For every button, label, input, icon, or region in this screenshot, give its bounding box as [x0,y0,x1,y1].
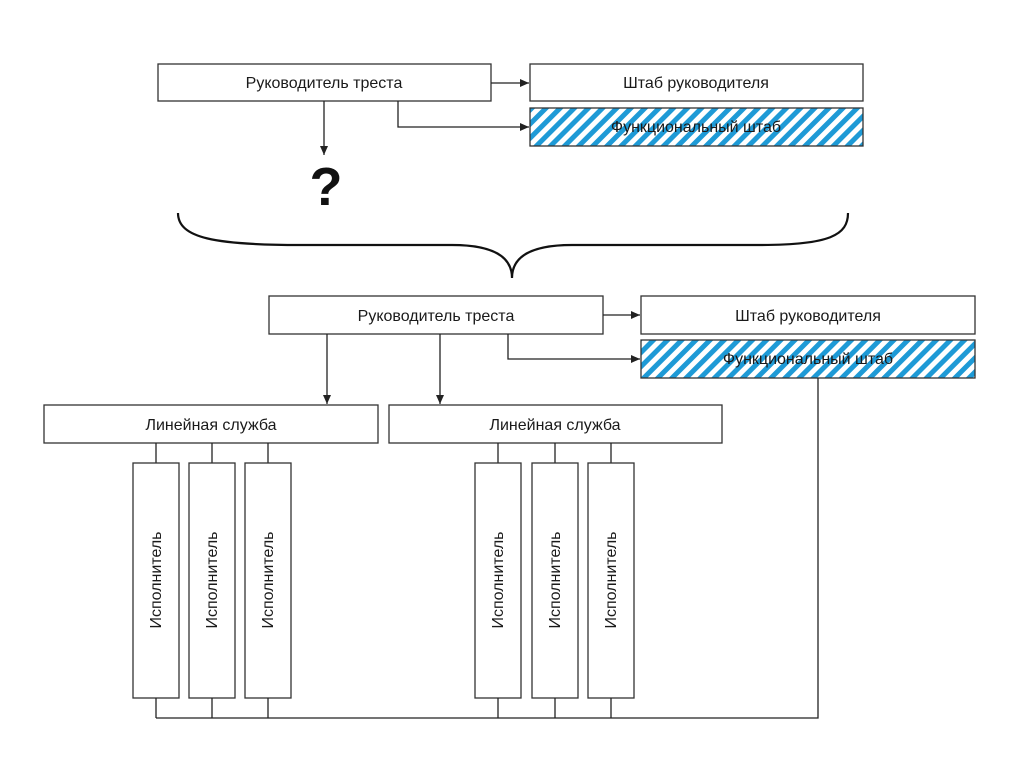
executor-label: Исполнитель [148,531,165,628]
executor-box: Исполнитель [132,462,180,699]
top-staff-label: Штаб руководителя [623,75,769,92]
top-manager-label: Руководитель треста [246,75,403,92]
executor-label: Исполнитель [490,531,507,628]
executor-box: Исполнитель [188,462,236,699]
bottom-section: Руководитель треста Штаб руководителя Фу… [43,295,976,719]
top-functional-staff-box: Функциональный штаб [529,107,864,147]
line-service-2-label: Линейная служба [489,417,620,434]
bottom-staff-box: Штаб руководителя [640,295,976,335]
service-to-executor-lines [155,443,612,463]
line-service-1: Линейная служба [43,404,379,444]
top-staff-box: Штаб руководителя [529,63,864,102]
executor-label: Исполнитель [547,531,564,628]
bottom-functional-staff-label: Функциональный штаб [723,351,893,368]
executor-label: Исполнитель [204,531,221,628]
line-service-1-label: Линейная служба [145,417,276,434]
top-arrow-to-functional [397,101,529,131]
executor-box: Исполнитель [244,462,292,699]
top-functional-staff-label: Функциональный штаб [611,119,781,136]
executor-label: Исполнитель [260,531,277,628]
top-manager-box: Руководитель треста [157,63,492,102]
executor-box: Исполнитель [587,462,635,699]
bottom-manager-box: Руководитель треста [268,295,604,335]
functional-staff-link [155,378,819,719]
bottom-staff-label: Штаб руководителя [735,308,881,325]
bottom-manager-label: Руководитель треста [358,308,515,325]
question-mark: ? [310,157,343,217]
executor-box: Исполнитель [531,462,579,699]
bottom-arrow-to-functional [507,334,640,363]
bottom-functional-staff-box: Функциональный штаб [640,339,976,379]
curly-brace [176,212,850,279]
top-section: Руководитель треста Штаб руководителя Фу… [157,63,864,217]
line-service-2: Линейная служба [388,404,723,444]
executor-label: Исполнитель [603,531,620,628]
executor-box: Исполнитель [474,462,522,699]
